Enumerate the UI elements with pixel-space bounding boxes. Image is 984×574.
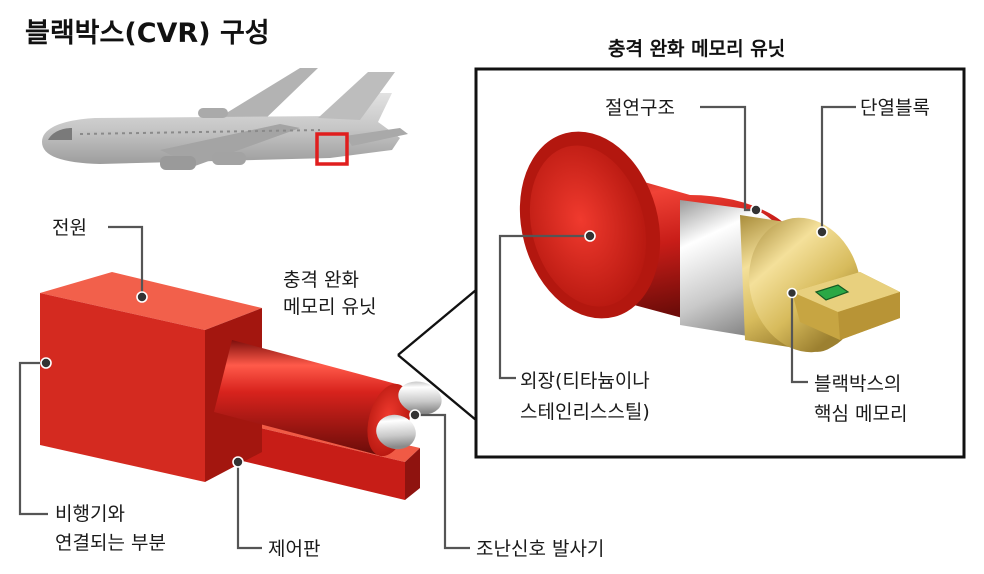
inset-title: 충격 완화 메모리 유닛 (608, 38, 785, 60)
label-thermal-block: 단열블록 (860, 97, 930, 119)
label-power: 전원 (52, 217, 87, 239)
label-memory-core-line2: 핵심 메모리 (814, 403, 907, 425)
inset-leader-lines (498, 105, 856, 384)
label-distress-beacon: 조난신호 발사기 (476, 538, 604, 560)
label-aircraft-connection-line2: 연결되는 부분 (55, 532, 166, 554)
black-box-location-marker (315, 132, 349, 166)
label-casing-line2: 스테인리스스틸) (520, 401, 650, 423)
main-leader-lines (18, 225, 477, 550)
label-casing-line1: 외장(티타늄이나 (520, 370, 650, 392)
label-memory-core-line1: 블랙박스의 (814, 373, 901, 395)
black-box-unit (40, 272, 442, 500)
label-aircraft-connection-line1: 비행기와 (55, 503, 125, 525)
label-cmu-line2: 메모리 유닛 (283, 296, 376, 318)
label-control-board: 제어판 (268, 538, 320, 560)
diagram-title: 블랙박스(CVR) 구성 (25, 18, 270, 49)
label-cmu-line1: 충격 완화 (283, 269, 359, 291)
cmu-cross-section (519, 131, 900, 353)
label-insulation-structure: 절연구조 (605, 97, 675, 119)
airplane-illustration (42, 68, 408, 170)
